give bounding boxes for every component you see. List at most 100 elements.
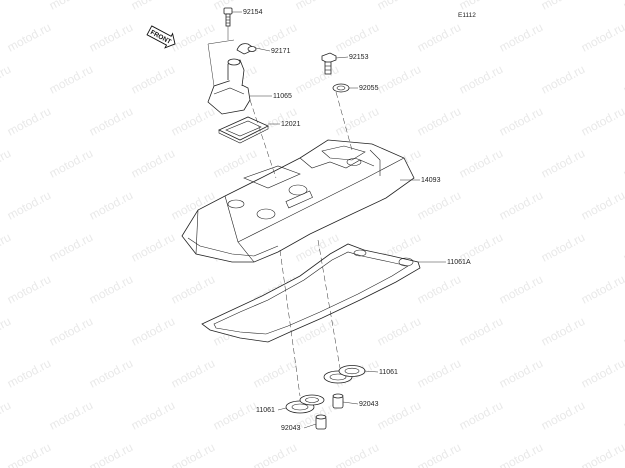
leader-lines — [207, 11, 446, 429]
watermark-text: motod.ru — [87, 104, 135, 139]
watermark-text: motod.ru — [415, 272, 463, 307]
watermark-text: motod.ru — [497, 20, 545, 55]
watermark-text: motod.ru — [539, 146, 587, 181]
watermark-text: motod.ru — [415, 188, 463, 223]
watermark-text: motod.ru — [333, 104, 381, 139]
watermark-text: motod.ru — [0, 230, 13, 265]
watermark-text: motod.ru — [87, 188, 135, 223]
watermark-text: motod.ru — [129, 314, 177, 349]
watermark-text: motod.ru — [293, 62, 341, 97]
watermark-text: motod.ru — [621, 62, 625, 97]
watermark-text: motod.ru — [0, 314, 13, 349]
callout-92171: 92171 — [271, 48, 291, 55]
callout-11061-right: 11061 — [379, 369, 398, 376]
watermark-text: motod.ru — [47, 146, 95, 181]
callout-92043-left: 92043 — [281, 425, 301, 432]
watermark-text: motod.ru — [457, 398, 505, 433]
watermark-text: motod.ru — [5, 104, 53, 139]
watermark-text: motod.ru — [579, 272, 625, 307]
watermark-text: motod.ru — [47, 230, 95, 265]
watermark-text: motod.ru — [415, 20, 463, 55]
callout-12021: 12021 — [281, 121, 301, 128]
watermark-text: motod.ru — [539, 62, 587, 97]
clamp-92171 — [236, 43, 257, 55]
watermark-text: motod.ru — [169, 20, 217, 55]
watermark-text: motod.ru — [375, 0, 423, 13]
watermark-text: motod.ru — [47, 398, 95, 433]
watermark-text: motod.ru — [87, 20, 135, 55]
watermark-text: motod.ru — [251, 356, 299, 391]
watermark-text: motod.ru — [621, 0, 625, 13]
bolt-92153 — [321, 52, 337, 75]
watermark-text: motod.ru — [5, 188, 53, 223]
watermark-text: motod.ru — [333, 20, 381, 55]
watermark-text: motod.ru — [5, 20, 53, 55]
plug-gasket-11061-left — [285, 394, 325, 414]
watermark-text: motod.ru — [0, 146, 13, 181]
watermark-text: motod.ru — [169, 440, 217, 468]
gasket-11061A — [201, 243, 421, 343]
watermark-text: motod.ru — [375, 314, 423, 349]
watermark-text: motod.ru — [47, 0, 95, 13]
washer-92055 — [332, 83, 350, 93]
watermark-text: motod.ru — [0, 62, 13, 97]
watermark-text: motod.ru — [579, 440, 625, 468]
watermark-text: motod.ru — [579, 356, 625, 391]
callout-11061A: 11061A — [447, 259, 471, 266]
watermark-text: motod.ru — [415, 356, 463, 391]
watermark-text: motod.ru — [621, 230, 625, 265]
callout-92153: 92153 — [349, 54, 369, 61]
callout-92055: 92055 — [359, 85, 379, 92]
watermark-text: motod.ru — [251, 440, 299, 468]
watermark-text: motod.ru — [87, 356, 135, 391]
watermark-text: motod.ru — [457, 62, 505, 97]
watermark-text: motod.ru — [497, 356, 545, 391]
watermark-text: motod.ru — [621, 398, 625, 433]
watermark-text: motod.ru — [539, 314, 587, 349]
watermark-text: motod.ru — [375, 62, 423, 97]
reference-code: E1112 — [458, 12, 476, 19]
callout-14093: 14093 — [421, 177, 441, 184]
watermark-text: motod.ru — [579, 104, 625, 139]
watermark-text: motod.ru — [47, 62, 95, 97]
watermark-text: motod.ru — [0, 398, 13, 433]
watermark-text: motod.ru — [5, 272, 53, 307]
watermark-text: motod.ru — [375, 398, 423, 433]
watermark-text: motod.ru — [87, 272, 135, 307]
watermark-text: motod.ru — [457, 0, 505, 13]
sleeve-92043-right — [332, 393, 344, 409]
watermark-text: motod.ru — [457, 314, 505, 349]
watermark-text: motod.ru — [129, 0, 177, 13]
watermark-text: motod.ru — [129, 230, 177, 265]
callout-92154: 92154 — [243, 9, 263, 16]
callout-11065: 11065 — [273, 93, 292, 100]
watermark-text: motod.ru — [87, 440, 135, 468]
watermark-text: motod.ru — [169, 272, 217, 307]
watermark-text: motod.ru — [621, 314, 625, 349]
plate-12021 — [218, 116, 269, 144]
callout-labels: 92154 92171 92153 92055 11065 12021 1409… — [243, 9, 471, 432]
watermark-text: motod.ru — [539, 398, 587, 433]
watermark-text: motod.ru — [293, 0, 341, 13]
watermark-text: motod.ru — [579, 20, 625, 55]
watermark-text: motod.ru — [457, 146, 505, 181]
watermark-text: motod.ru — [497, 188, 545, 223]
watermark-text: motod.ru — [129, 146, 177, 181]
sleeve-92043-left — [315, 414, 327, 430]
breather-cap-11065 — [207, 58, 251, 115]
watermark-text: motod.ru — [129, 62, 177, 97]
plug-gasket-11061-right — [323, 365, 366, 384]
watermark-text: motod.ru — [169, 356, 217, 391]
watermark-text: motod.ru — [47, 314, 95, 349]
watermark-text: motod.ru — [169, 104, 217, 139]
watermark-text: motod.ru — [5, 356, 53, 391]
watermark-text: motod.ru — [415, 440, 463, 468]
callout-11061-left: 11061 — [256, 407, 275, 414]
watermark-text: motod.ru — [211, 398, 259, 433]
cylinder-head-cover-14093 — [181, 139, 415, 263]
watermark-text: motod.ru — [497, 104, 545, 139]
watermark-text: motod.ru — [5, 440, 53, 468]
watermark-text: motod.ru — [621, 146, 625, 181]
watermark-text: motod.ru — [539, 0, 587, 13]
